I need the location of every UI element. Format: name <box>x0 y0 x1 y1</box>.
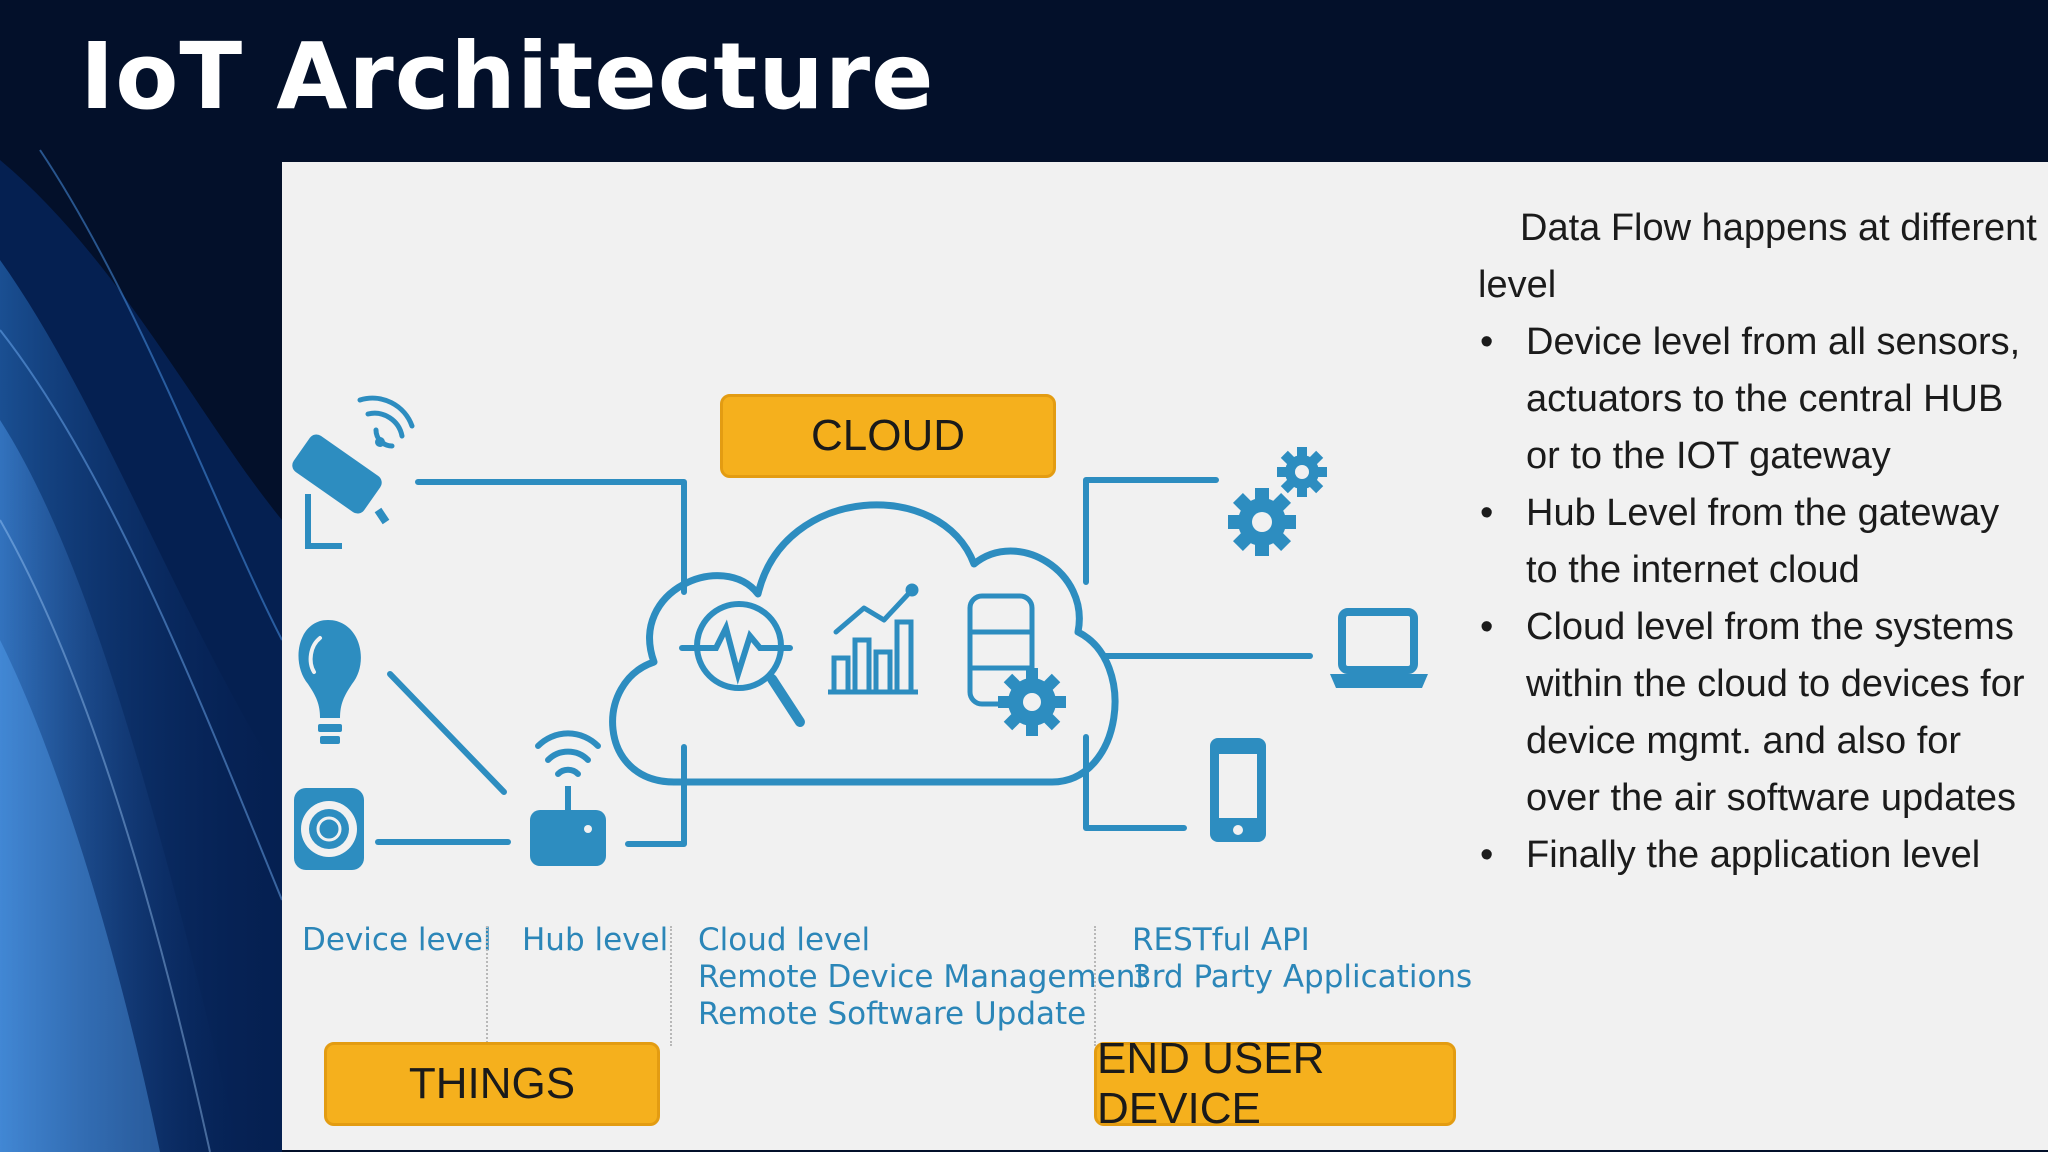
api-level-line-2: 3rd Party Applications <box>1132 959 1473 995</box>
notes-item-application: • Finally the application level <box>1478 827 2038 884</box>
notes-item-device: • Device level from all sensors, actuator… <box>1478 314 2038 485</box>
separator-cloud-api <box>1094 926 1096 1046</box>
notes-intro: Data Flow happens at different level <box>1478 207 2037 306</box>
cloud-level-line-1: Cloud level <box>698 922 871 958</box>
separator-hub-cloud <box>670 926 672 1046</box>
gears-icon <box>1228 447 1327 556</box>
things-label: THINGS <box>324 1042 660 1126</box>
bullet-icon: • <box>1480 492 1494 534</box>
laptop-icon <box>1330 608 1428 688</box>
notes-item-hub: • Hub Level from the gateway to the inter… <box>1478 485 2038 599</box>
database-gear-icon <box>967 593 1066 736</box>
notes-item-text: Hub Level from the gateway to the intern… <box>1526 492 2000 591</box>
notes-item-cloud: • Cloud level from the systems within the… <box>1478 599 2038 827</box>
notes-item-text: Device level from all sensors, actuators… <box>1526 321 2021 477</box>
hub-level-label: Hub level <box>522 922 669 958</box>
cloud-outline <box>609 501 1119 786</box>
smartphone-icon <box>1210 738 1266 842</box>
analytics-magnifier-icon <box>679 601 805 727</box>
bullet-icon: • <box>1480 321 1494 363</box>
cloud-label: CLOUD <box>720 394 1056 478</box>
bar-chart-icon <box>828 583 919 695</box>
speaker-icon <box>294 788 364 870</box>
architecture-diagram <box>292 395 1428 870</box>
end-user-device-label: END USER DEVICE <box>1094 1034 1456 1133</box>
notes-item-text: Finally the application level <box>1526 834 1981 876</box>
bullet-icon: • <box>1480 834 1494 876</box>
device-level-label: Device level <box>302 922 492 958</box>
security-camera-icon <box>292 395 415 549</box>
bulb-to-hub-connector <box>387 671 507 795</box>
data-flow-notes: Data Flow happens at different level • De… <box>1478 200 2038 884</box>
separator-device-hub <box>486 926 488 1046</box>
notes-list: • Device level from all sensors, actuator… <box>1478 314 2038 884</box>
camera-to-cloud-connector <box>415 479 687 595</box>
api-level-label: RESTful API 3rd Party Applications <box>1132 922 1472 996</box>
light-bulb-icon <box>298 620 361 744</box>
slide-title: IoT Architecture <box>80 23 935 130</box>
cloud-level-line-2: Remote Device Management <box>698 959 1148 995</box>
cloud-to-gears-connector <box>1083 477 1219 585</box>
hub-to-cloud-connector <box>625 744 687 847</box>
api-level-line-1: RESTful API <box>1132 922 1310 958</box>
architecture-panel: CLOUD Device level Hub level Cloud level… <box>282 162 2048 1150</box>
cloud-level-line-3: Remote Software Update <box>698 996 1087 1032</box>
notes-item-text: Cloud level from the systems within the … <box>1526 606 2025 819</box>
hub-router-icon <box>530 730 606 866</box>
bullet-icon: • <box>1480 606 1494 648</box>
cloud-level-label: Cloud level Remote Device Management Rem… <box>698 922 1148 1033</box>
